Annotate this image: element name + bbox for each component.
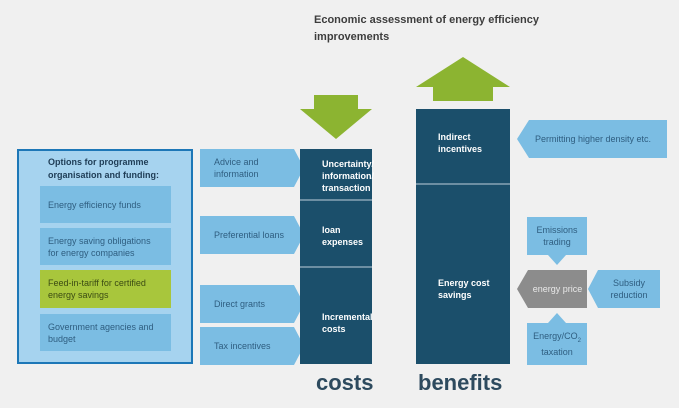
- cost-loan-expenses: loan expenses: [322, 225, 364, 247]
- benefits-column: [416, 109, 510, 364]
- arrow-head-icon: [517, 270, 528, 308]
- arrow-head-icon: [294, 149, 304, 187]
- arrow-head-icon: [294, 327, 304, 365]
- benefits-label: benefits: [418, 370, 503, 395]
- cost-uncertainty: Uncertainty/ information/ transaction: [322, 159, 375, 193]
- subsidy-reduction-label: Subsidy reduction: [598, 270, 660, 308]
- option-government-agencies: Government agencies and budget: [40, 314, 171, 351]
- option-feed-in-tariff: Feed-in-tariff for certified energy savi…: [40, 270, 171, 308]
- instrument-loans-label: Preferential loans: [200, 216, 294, 254]
- instrument-grants-label: Direct grants: [200, 285, 294, 323]
- down-arrow-icon: [300, 95, 372, 139]
- cost-incremental: Incremental costs: [322, 312, 373, 334]
- energy-taxation-box: Energy/CO2 taxation: [527, 323, 587, 365]
- panel-title: Options for programme organisation and f…: [48, 157, 159, 180]
- arrow-head-icon: [517, 120, 529, 158]
- costs-label: costs: [316, 370, 374, 395]
- subsidy-reduction-arrow: Subsidy reduction: [588, 270, 660, 308]
- benefit-energy-cost-savings: Energy cost savings: [438, 278, 490, 300]
- option-energy-saving-obligations: Energy saving obligations for energy com…: [40, 228, 171, 265]
- instrument-grants: Direct grants: [200, 285, 304, 323]
- instrument-advice-label: Advice and information: [200, 149, 294, 187]
- permitting-arrow: Permitting higher density etc.: [517, 120, 667, 158]
- arrow-head-icon: [294, 216, 304, 254]
- permitting-label: Permitting higher density etc.: [529, 120, 667, 158]
- benefit-indirect-incentives: Indirect incentives: [438, 132, 483, 154]
- up-pointer-icon: [548, 313, 566, 323]
- diagram-title: Economic assessment of energy efficiency…: [314, 14, 539, 43]
- benefits-divider: [416, 183, 510, 185]
- energy-price-arrow: energy price: [517, 270, 587, 308]
- down-pointer-icon: [548, 255, 566, 265]
- option-energy-efficiency-funds: Energy efficiency funds: [40, 186, 171, 223]
- costs-column: [300, 149, 372, 364]
- arrow-head-icon: [294, 285, 304, 323]
- energy-price-label: energy price: [528, 270, 587, 308]
- up-arrow-icon: [416, 57, 510, 101]
- emissions-trading-box: Emissions trading: [527, 217, 587, 255]
- arrow-head-icon: [588, 270, 598, 308]
- costs-divider: [300, 266, 372, 268]
- costs-divider: [300, 199, 372, 201]
- instrument-loans: Preferential loans: [200, 216, 304, 254]
- instrument-tax-label: Tax incentives: [200, 327, 294, 365]
- instrument-tax: Tax incentives: [200, 327, 304, 365]
- instrument-advice: Advice and information: [200, 149, 304, 187]
